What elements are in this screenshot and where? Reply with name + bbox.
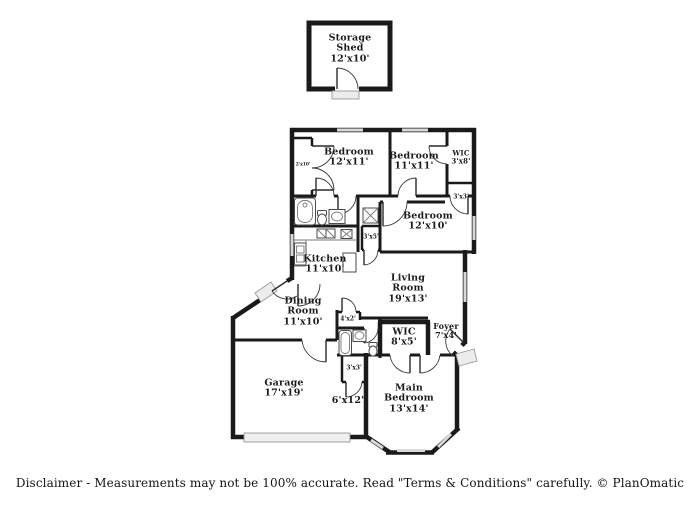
room-label-main-bedroom: Main Bedroom 13'x14': [384, 382, 434, 415]
room-label-wic-main: WIC 8'x5': [391, 326, 417, 348]
closet-label-3x3-bottom: 3'x3': [346, 364, 362, 372]
toilet-icon: [317, 210, 327, 226]
garage-door: [243, 432, 351, 443]
shed-step: [331, 90, 360, 100]
cooktop-icon: [340, 229, 353, 239]
disclaimer-text: Disclaimer - Measurements may not be 100…: [15, 476, 685, 490]
room-label-dining-room: Dining Room 11'x10': [283, 295, 323, 328]
bathtub-icon: [294, 197, 316, 226]
storage-shed-outline: [306, 20, 393, 100]
window-bay-left: [370, 438, 384, 450]
kitchen-sink-icon: [316, 228, 336, 239]
sink2-icon: [352, 329, 367, 342]
room-label-bedroom-1: Bedroom 12'x11': [324, 146, 374, 168]
closet-label-strip: 2'x10': [295, 162, 311, 168]
dining-entry-step: [254, 281, 278, 303]
room-label-foyer: Foyer 7'x4': [433, 321, 459, 340]
room-label-flex-space: 6'x12': [331, 394, 365, 406]
laundry-icon: [362, 207, 379, 224]
room-label-kitchen: Kitchen 11'x10': [303, 253, 347, 275]
window-bay-right: [436, 432, 453, 449]
windows: [290, 128, 476, 452]
toilet2-icon: [368, 342, 378, 357]
closet-label-3x3-right: 3'x3': [453, 193, 469, 201]
room-label-bedroom-3: Bedroom 12'x10': [403, 210, 453, 232]
kitchen-fixtures: [294, 228, 357, 273]
room-label-wic-small: WIC 3'x8': [451, 148, 471, 165]
fridge-icon: [342, 252, 357, 273]
foyer-entry-step: [455, 348, 478, 367]
room-label-bedroom-2: Bedroom 11'x11': [389, 150, 439, 172]
sink-icon: [328, 209, 346, 224]
bathroom1-fixtures: [294, 197, 346, 226]
closet-label-4x2: 4'x2': [340, 315, 356, 323]
stove-icon: [294, 242, 307, 266]
room-label-living-room: Living Room 19'x13': [388, 272, 428, 305]
bathtub2-icon: [338, 330, 352, 356]
room-label-storage-shed: Storage Shed 12'x10': [328, 32, 372, 65]
doors: [271, 145, 469, 398]
bathroom2-fixtures: [338, 329, 378, 357]
closet-label-3x5: 3'x5': [363, 233, 379, 241]
room-label-garage: Garage 17'x19': [264, 377, 304, 399]
